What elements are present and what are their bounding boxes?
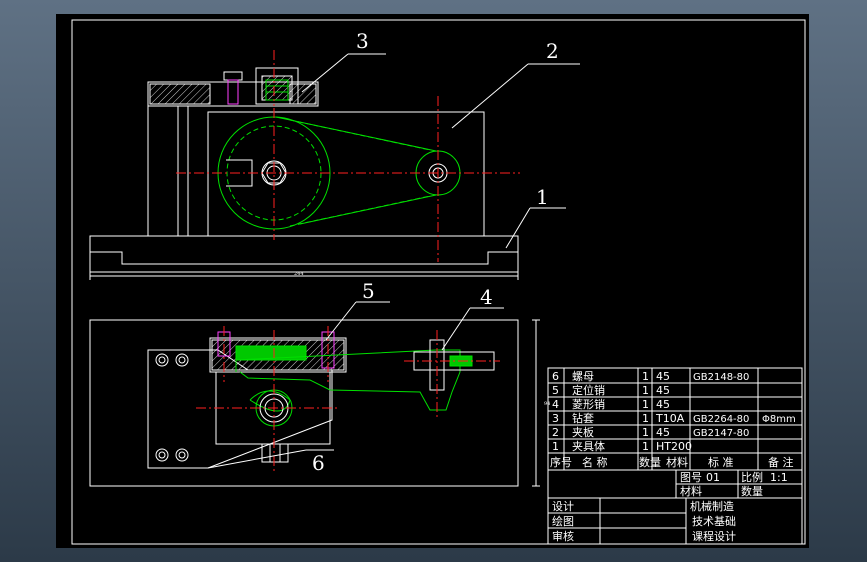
drill-bush-3 (255, 67, 299, 105)
designed-label: 设计 (552, 500, 574, 513)
parts-row-6: 6 螺母 1 45 GB2148-80 (552, 370, 749, 383)
balloon-5: 5 (362, 279, 375, 303)
svg-text:1: 1 (642, 398, 649, 411)
parts-row-1: 1 夹具体 1 HT200 (552, 439, 692, 453)
plan-view: 94 (89, 319, 550, 487)
parts-row-2: 2 夹板 1 45 GB2147-80 (552, 425, 749, 439)
drawing-border (71, 19, 806, 545)
balloon-3: 3 (356, 29, 369, 53)
parts-row-4: 4 菱形销 1 45 (552, 397, 670, 411)
quantity-label: 数量 (741, 485, 763, 498)
svg-text:1: 1 (642, 384, 649, 397)
drawn-label: 绘图 (552, 514, 574, 528)
svg-text:1: 1 (642, 440, 649, 453)
svg-text:GB2147-80: GB2147-80 (693, 428, 749, 439)
svg-text:GB2148-80: GB2148-80 (693, 372, 749, 383)
checked-label: 审核 (552, 529, 574, 543)
dimension-bottom-height: 94 (544, 401, 550, 407)
parts-row-3: 3 钻套 1 T10A GB2264-80 Φ8mm (552, 411, 796, 425)
svg-text:菱形销: 菱形销 (572, 397, 605, 411)
part-callouts: 3 2 1 5 4 6 (207, 29, 580, 475)
main-block (207, 111, 485, 237)
svg-text:6: 6 (552, 370, 559, 383)
title-line-2: 技术基础 (692, 515, 736, 528)
balloon-2: 2 (546, 39, 559, 63)
svg-text:螺母: 螺母 (572, 370, 594, 383)
balloon-1: 1 (536, 185, 549, 209)
title-block: 图号 01 比例 1:1 材料 数量 设计 绘图 审核 机械制造 技术基础 课程… (547, 469, 803, 545)
svg-text:夹板: 夹板 (572, 425, 594, 439)
scale-value: 1:1 (770, 471, 788, 484)
svg-text:名 称: 名 称 (582, 455, 608, 469)
svg-text:夹具体: 夹具体 (572, 439, 605, 453)
svg-text:45: 45 (656, 384, 670, 397)
drawing-no-value: 01 (706, 471, 720, 484)
svg-text:45: 45 (656, 370, 670, 383)
parts-header-row: 序号 名 称 数量 材料 标 准 备 注 (550, 455, 794, 469)
drawing-no-label: 图号 (680, 471, 702, 484)
svg-text:钻套: 钻套 (572, 411, 594, 425)
svg-text:45: 45 (656, 398, 670, 411)
balloon-6: 6 (312, 451, 325, 475)
svg-text:1: 1 (642, 426, 649, 439)
svg-text:45: 45 (656, 426, 670, 439)
svg-text:数量: 数量 (639, 456, 661, 469)
material-label: 材料 (680, 484, 702, 498)
title-line-3: 课程设计 (692, 530, 736, 543)
svg-text:定位销: 定位销 (572, 383, 605, 397)
svg-text:2: 2 (552, 426, 559, 439)
top-clamp-bar (147, 81, 319, 107)
title-line-1: 机械制造 (690, 499, 734, 513)
front-view: 244 (89, 50, 520, 280)
svg-text:序号: 序号 (550, 455, 572, 469)
svg-text:1: 1 (552, 440, 559, 453)
svg-text:1: 1 (642, 412, 649, 425)
svg-text:1: 1 (642, 370, 649, 383)
scale-label: 比例 (741, 470, 763, 484)
svg-text:4: 4 (552, 398, 559, 411)
svg-text:HT200: HT200 (656, 440, 692, 453)
svg-text:材料: 材料 (666, 455, 688, 469)
svg-text:5: 5 (552, 384, 559, 397)
svg-text:备 注: 备 注 (768, 455, 794, 469)
svg-text:标 准: 标 准 (708, 455, 734, 469)
parts-list: 6 螺母 1 45 GB2148-80 5 定位销 1 45 4 菱形销 1 4… (547, 367, 803, 471)
svg-text:GB2264-80: GB2264-80 (693, 414, 749, 425)
svg-text:3: 3 (552, 412, 559, 425)
svg-text:T10A: T10A (655, 412, 685, 425)
parts-row-5: 5 定位销 1 45 (552, 383, 670, 397)
balloon-4: 4 (480, 285, 493, 309)
base-outline (89, 319, 519, 487)
svg-text:Φ8mm: Φ8mm (762, 414, 796, 425)
dimension-top-width: 244 (294, 271, 304, 277)
